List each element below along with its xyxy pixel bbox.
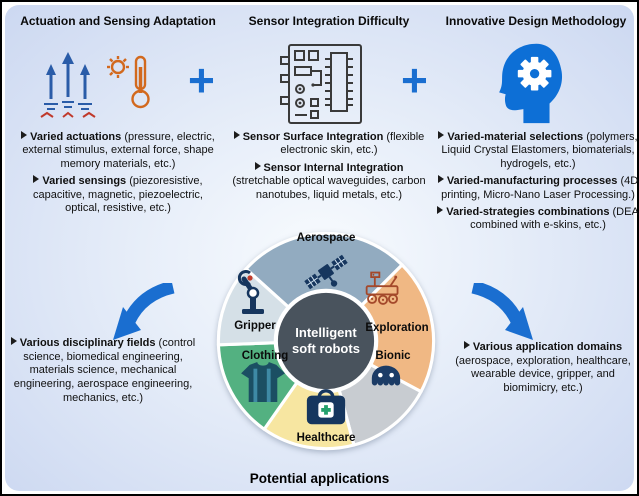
- application-domains-note: Various application domains (aerospace, …: [445, 341, 639, 396]
- sun-thermometer-icon: [107, 55, 150, 109]
- label-aerospace: Aerospace: [296, 232, 356, 244]
- arrow-down-left-icon: [113, 283, 175, 340]
- item-title: Sensor Internal Integration: [263, 161, 404, 174]
- bullet-arrow-icon: [438, 131, 445, 139]
- note-title: Various disciplinary fields: [19, 337, 156, 349]
- plus-sign: +: [188, 54, 215, 106]
- satellite-icon: [304, 254, 348, 290]
- segment-aerospace: [244, 231, 404, 343]
- item-detail: (pressure, electric, external stimulus, …: [22, 131, 215, 170]
- list-item: Sensor Surface Integration (flexible ele…: [231, 131, 427, 158]
- note-detail: (aerospace, exploration, healthcare, wea…: [455, 354, 631, 394]
- bullet-arrow-icon: [437, 206, 444, 215]
- item-title: Varied actuations: [30, 131, 122, 143]
- label-exploration: Exploration: [365, 322, 429, 334]
- item-detail: (stretchable optical waveguides, carbon …: [232, 175, 426, 201]
- item-title: Varied-strategies combinations: [446, 206, 610, 219]
- bullet-arrow-icon: [233, 131, 240, 139]
- wheel-center-label: Intelligent soft robots: [276, 291, 376, 391]
- gripper-arm-icon: [237, 270, 264, 314]
- disciplinary-fields-note: Various disciplinary fields (control sci…: [7, 337, 199, 405]
- sensor-list: Sensor Surface Integration (flexible ele…: [231, 131, 427, 206]
- actuation-arrows-icon: [40, 52, 96, 118]
- bullet-arrow-icon: [254, 161, 261, 170]
- bullet-arrow-icon: [463, 341, 470, 349]
- list-item: Varied-strategies combinations (DEA comb…: [437, 206, 639, 233]
- head-gear-icon: [499, 43, 563, 124]
- list-item: Varied actuations (pressure, electric, e…: [15, 131, 221, 171]
- design-list: Varied-material selections (polymers, Li…: [437, 131, 639, 237]
- circuit-board-icon: [280, 44, 362, 124]
- bullet-arrow-icon: [21, 131, 28, 139]
- item-detail: (flexible electronic skin, etc.): [280, 131, 425, 157]
- segment-exploration: [324, 263, 436, 394]
- note-detail: (control science, biomedical engineering…: [13, 337, 196, 404]
- figure-panel: Actuation and Sensing Adaptation Sensor …: [5, 5, 639, 491]
- arrow-down-right-icon: [471, 283, 533, 340]
- item-title: Varied-material selections: [447, 131, 584, 143]
- item-detail: (DEA combined with e-skins, etc.): [470, 206, 639, 232]
- list-item: Varied-material selections (polymers, Li…: [437, 131, 639, 171]
- center-label-text: Intelligent soft robots: [292, 325, 360, 356]
- item-detail: (piezoresistive, capacitive, magnetic, p…: [33, 175, 203, 215]
- rover-icon: [365, 271, 399, 305]
- first-aid-kit-icon: [306, 389, 346, 425]
- list-item: Varied-manufacturing processes (4D print…: [437, 175, 639, 202]
- item-detail: (polymers, Liquid Crystal Elastomers, bi…: [441, 131, 638, 170]
- octopus-icon: [371, 365, 401, 386]
- item-title: Sensor Surface Integration: [242, 131, 384, 143]
- column-title-actuation: Actuation and Sensing Adaptation: [20, 14, 216, 28]
- plus-sign: +: [401, 54, 428, 106]
- column-title-sensor: Sensor Integration Difficulty: [248, 14, 410, 28]
- bullet-arrow-icon: [33, 175, 40, 184]
- label-bionic: Bionic: [375, 350, 411, 362]
- item-detail: (4D printing, Micro-Nano Laser Processin…: [441, 175, 639, 201]
- note-title: Various application domains: [472, 341, 623, 353]
- list-item: Varied sensings (piezoresistive, capacit…: [15, 175, 221, 215]
- item-title: Varied-manufacturing processes: [446, 175, 618, 188]
- applications-wheel: Aerospace Exploration Bionic Healthcare …: [211, 226, 441, 456]
- bullet-arrow-icon: [437, 175, 444, 184]
- item-title: Varied sensings: [42, 175, 127, 188]
- list-item: Sensor Internal Integration (stretchable…: [231, 161, 427, 202]
- label-clothing: Clothing: [241, 350, 289, 362]
- label-gripper: Gripper: [234, 320, 276, 332]
- actuation-list: Varied actuations (pressure, electric, e…: [15, 131, 221, 219]
- footer-caption: Potential applications: [249, 471, 390, 486]
- shirt-icon: [241, 362, 285, 402]
- bullet-arrow-icon: [10, 337, 17, 345]
- column-title-design: Innovative Design Methodology: [445, 14, 627, 28]
- label-healthcare: Healthcare: [296, 432, 356, 444]
